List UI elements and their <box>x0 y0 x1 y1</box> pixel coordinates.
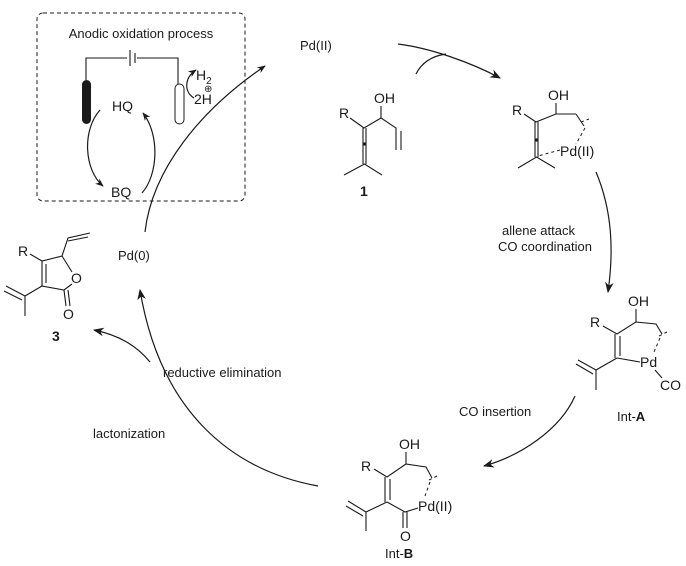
complex-dimethyl <box>517 156 556 169</box>
int-a-isopropenyl <box>595 357 618 390</box>
int-b-methylene-a <box>347 500 367 513</box>
complex-pd: Pd(II) <box>560 143 594 159</box>
product3-ring-top <box>29 232 91 262</box>
bq-to-hq-arrow <box>141 112 156 194</box>
int-b-chain <box>405 452 433 479</box>
complex-oh: OH <box>548 87 569 103</box>
complex-vinyl-coord <box>580 118 590 123</box>
allene-center-dot <box>362 142 367 146</box>
int-a-co: CO <box>660 377 681 393</box>
compound1-oh: OH <box>374 90 395 106</box>
pd-allene-complex: OH R Pd(II) <box>512 87 594 169</box>
product3-label: 3 <box>52 328 60 344</box>
int-a-r-bond <box>602 321 637 335</box>
complex-r: R <box>512 102 522 118</box>
hq-to-bq-arrow <box>87 109 104 187</box>
int-a-co-bond <box>654 369 663 379</box>
h2-evolution-arrow <box>186 69 197 99</box>
inset-dashed-box <box>36 12 246 202</box>
int-b-isopropenyl <box>365 501 388 531</box>
product3-methylene-a <box>5 285 26 297</box>
step4-label: lactonization <box>93 426 165 441</box>
anodic-oxidation-inset: Anodic oxidation process H2 ⊕ 2H HQ BQ <box>36 12 246 202</box>
int-b-acyl-bond <box>386 501 419 513</box>
complex-allene-dot <box>534 138 539 142</box>
step3-label: reductive elimination <box>163 365 282 380</box>
int-b-label: Int-B <box>385 546 413 561</box>
h2-label: H2 <box>196 67 212 87</box>
int-a-pd: Pd <box>640 354 657 370</box>
int-a-label: Int-A <box>617 409 646 424</box>
complex-pd-vinyl-dash <box>575 127 586 145</box>
complex-r-bond <box>523 113 557 123</box>
allene-attack-arrow <box>595 171 614 294</box>
int-a-methylene-a <box>577 359 597 371</box>
int-a-vinyl-coord <box>658 331 668 337</box>
product3-vinyl-double <box>67 236 89 242</box>
compound1-r-bond <box>349 117 382 129</box>
reductive-elimination-arrow <box>137 288 319 487</box>
int-b-oh: OH <box>399 436 420 452</box>
step2-label: CO insertion <box>459 404 531 419</box>
anode-electrode <box>82 80 91 124</box>
product3-c-o <box>61 255 73 273</box>
cathode-electrode <box>174 83 185 125</box>
lactonization-arrow <box>92 327 151 363</box>
hq-label: HQ <box>112 98 133 114</box>
step1-label-line2: CO coordination <box>498 239 592 254</box>
int-a-r: R <box>590 314 600 330</box>
product3-methylene-b <box>3 290 23 301</box>
compound-1: OH R 1 <box>339 90 402 199</box>
int-a-pd-bond <box>616 357 641 363</box>
int-a-methylene-b <box>575 363 594 375</box>
bq-label: BQ <box>111 184 131 200</box>
wire-right <box>137 57 179 84</box>
int-b-methylene-b <box>345 505 364 517</box>
proton-charge: ⊕ <box>204 84 212 95</box>
pd2-label: Pd(II) <box>300 38 332 53</box>
intermediate-a: OH R Pd CO Int-A <box>575 293 681 424</box>
int-a-chain <box>635 309 663 335</box>
int-b-pd: Pd(II) <box>418 498 452 514</box>
product-3: R O O 3 <box>3 232 91 344</box>
pd0-to-pd2-arrow <box>144 65 266 233</box>
int-b-r: R <box>361 458 371 474</box>
complex-vinyl <box>575 113 585 127</box>
int-b-coord-dash <box>424 481 431 497</box>
compound1-r: R <box>339 105 349 121</box>
product3-r: R <box>18 243 28 259</box>
pd0-label: Pd(0) <box>118 248 150 263</box>
compound1-chain <box>380 106 397 150</box>
wire-left <box>85 57 127 80</box>
int-a-oh: OH <box>628 293 649 309</box>
int-b-o: O <box>400 528 411 544</box>
complex-chain <box>555 103 576 115</box>
coordination-arrow <box>397 43 501 79</box>
proton-label: 2H <box>194 91 212 107</box>
product3-isopropenyl <box>24 285 43 316</box>
complex-pd-allene-dash <box>537 149 561 157</box>
substrate-entry-curve <box>415 53 447 75</box>
product3-carbonyl-a <box>63 289 67 307</box>
step1-label-line1: allene attack <box>502 223 575 238</box>
inset-title: Anodic oxidation process <box>69 26 214 41</box>
product3-carbonyl-o: O <box>63 306 74 322</box>
int-b-vinyl-coord <box>428 475 438 481</box>
compound1-dimethyl <box>343 163 383 176</box>
int-b-r-bond <box>373 463 407 478</box>
compound1-label: 1 <box>360 183 368 199</box>
intermediate-b: OH R O Pd(II) Int-B <box>345 436 452 561</box>
int-a-coord-dash <box>653 337 661 353</box>
product3-ring-bottom <box>41 261 73 291</box>
product3-carbonyl-b <box>67 289 71 307</box>
product3-ring-o: O <box>71 270 82 286</box>
co-insertion-arrow <box>482 395 576 468</box>
